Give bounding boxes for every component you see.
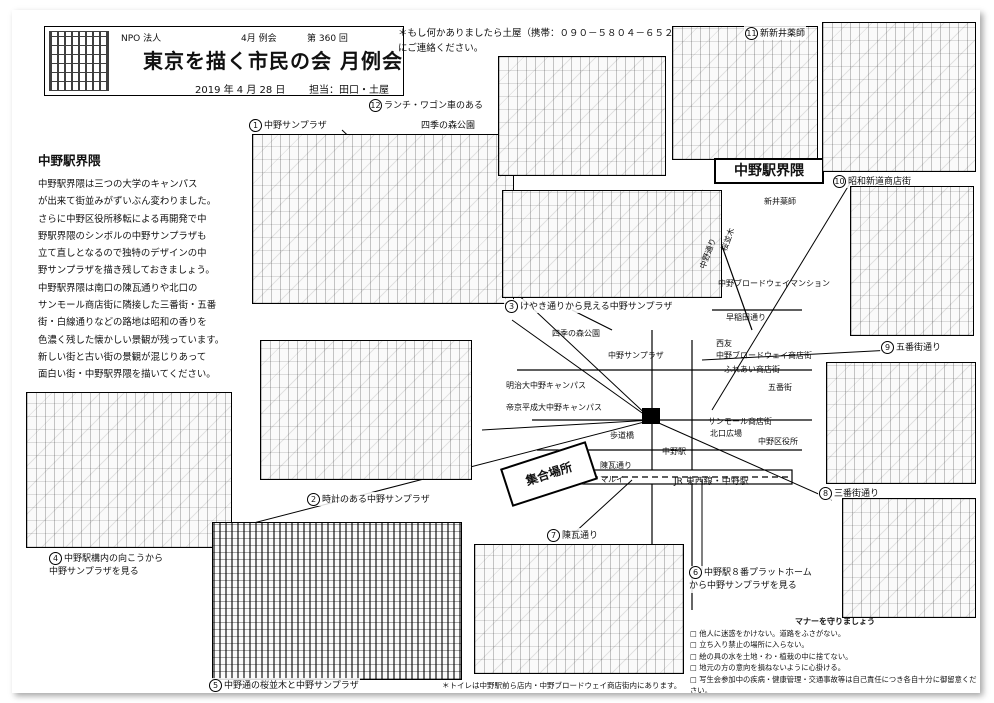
manners-item: 立ち入り禁止の場所に入らない。 — [690, 639, 980, 651]
map-label: 中野区役所 — [758, 437, 798, 446]
map-label: 帝京平成大中野キャンパス — [506, 403, 602, 412]
contact-info: ＊もし何かありましたら土屋（携帯：０９０－５８０４－６５２５） にご連絡ください… — [398, 26, 693, 56]
meeting-number: 第 360 回 — [307, 34, 348, 44]
manners-box: マナーを守りましょう 他人に迷惑をかけない。道路をふさがない。 立ち入り禁止の場… — [690, 616, 980, 693]
map-label: 歩道橋 — [610, 431, 634, 440]
manners-title: マナーを守りましょう — [795, 617, 875, 626]
sketch-5 — [212, 522, 462, 680]
arrow-to-sketch-3 — [511, 319, 653, 421]
map-label: サンモール商店街 — [708, 417, 772, 426]
manners-item: 絵の具の水を土地・わ・植栽の中に捨てない。 — [690, 651, 980, 663]
arrow-to-sketch-2 — [481, 419, 653, 431]
map-label: 早稲田通り — [726, 313, 766, 322]
map-label: JR 東西線・中野駅 — [674, 477, 749, 487]
header-box: NPO 法人 4月 例会 第 360 回 東京を描く市民の会 月例会 2019 … — [44, 26, 404, 96]
map-label: 陳瓦通り — [600, 461, 632, 470]
npo-label: NPO 法人 — [121, 34, 162, 44]
sketch-10 — [822, 22, 976, 172]
contact-line-1: ＊もし何かありましたら土屋（携帯：０９０－５８０４－６５２５） — [398, 28, 693, 39]
sketch-1 — [252, 134, 514, 304]
map-label: 中野ブロードウェイマンション — [718, 279, 830, 288]
map-label: 四季の森公園 — [552, 329, 600, 338]
sketch-2 — [260, 340, 472, 480]
toilet-footnote: ＊トイレは中野駅前ら店内・中野ブロードウェイ商店街内にあります。 — [442, 681, 682, 690]
park-label: 四季の森公園 — [420, 118, 477, 131]
arrow-to-sketch-9 — [701, 349, 893, 361]
manners-item: 他人に迷惑をかけない。道路をふさがない。 — [690, 628, 980, 640]
sketch-3 — [502, 190, 722, 298]
newsletter-title: 東京を描く市民の会 月例会 — [143, 49, 403, 73]
newsletter-sheet: NPO 法人 4月 例会 第 360 回 東京を描く市民の会 月例会 2019 … — [12, 10, 980, 693]
meeting-date: 2019 年 4 月 28 日 — [195, 85, 286, 96]
sketch-8 — [826, 362, 976, 484]
map-label: 中野駅 — [662, 447, 686, 456]
map-label: ふれあい商店街 — [724, 365, 780, 374]
manners-item: 地元の方の意向を損ねないように心掛ける。 — [690, 662, 980, 674]
map-label: 五番街 — [768, 383, 792, 392]
area-callout: 中野駅界隈 — [714, 158, 824, 184]
article-body: 中野駅界隈は三つの大学のキャンパス が出来て街並みがずいぶん変わりました。 さら… — [38, 179, 225, 381]
map-label: 中野サンプラザ — [608, 351, 664, 360]
sketch-11 — [672, 26, 818, 160]
sketch-9 — [850, 186, 974, 336]
staff-label: 担当：田口・土屋 — [309, 85, 389, 96]
map-label: 北口広場 — [710, 429, 742, 438]
station-building-illustration — [49, 31, 109, 91]
sketch-7 — [474, 544, 684, 674]
manners-item: 写生会参加中の疾病・健康管理・交通事故等は自己責任につき各自十分に御留意ください… — [690, 674, 980, 694]
sunplaza-map-marker — [642, 408, 660, 424]
map-street — [571, 309, 613, 331]
arrow-to-sketch-10 — [711, 179, 853, 411]
sketch-12 — [498, 56, 666, 176]
arrow-to-sketch-8 — [651, 419, 833, 501]
map-label: 新井薬師 — [764, 197, 796, 206]
arrow-to-sketch-7 — [571, 479, 633, 536]
map-label: 中野ブロードウェイ商店街 — [716, 351, 812, 360]
map-label: 明治大中野キャンパス — [506, 381, 586, 390]
article-title: 中野駅界隈 — [38, 153, 101, 168]
contact-line-2: にご連絡ください。 — [398, 43, 484, 54]
sketch-4 — [26, 392, 232, 548]
map-label: マルイ — [600, 475, 624, 484]
month-meeting-label: 4月 例会 — [241, 34, 277, 44]
map-label: 西友 — [716, 339, 732, 348]
sketch-extra-broadway — [842, 498, 976, 618]
